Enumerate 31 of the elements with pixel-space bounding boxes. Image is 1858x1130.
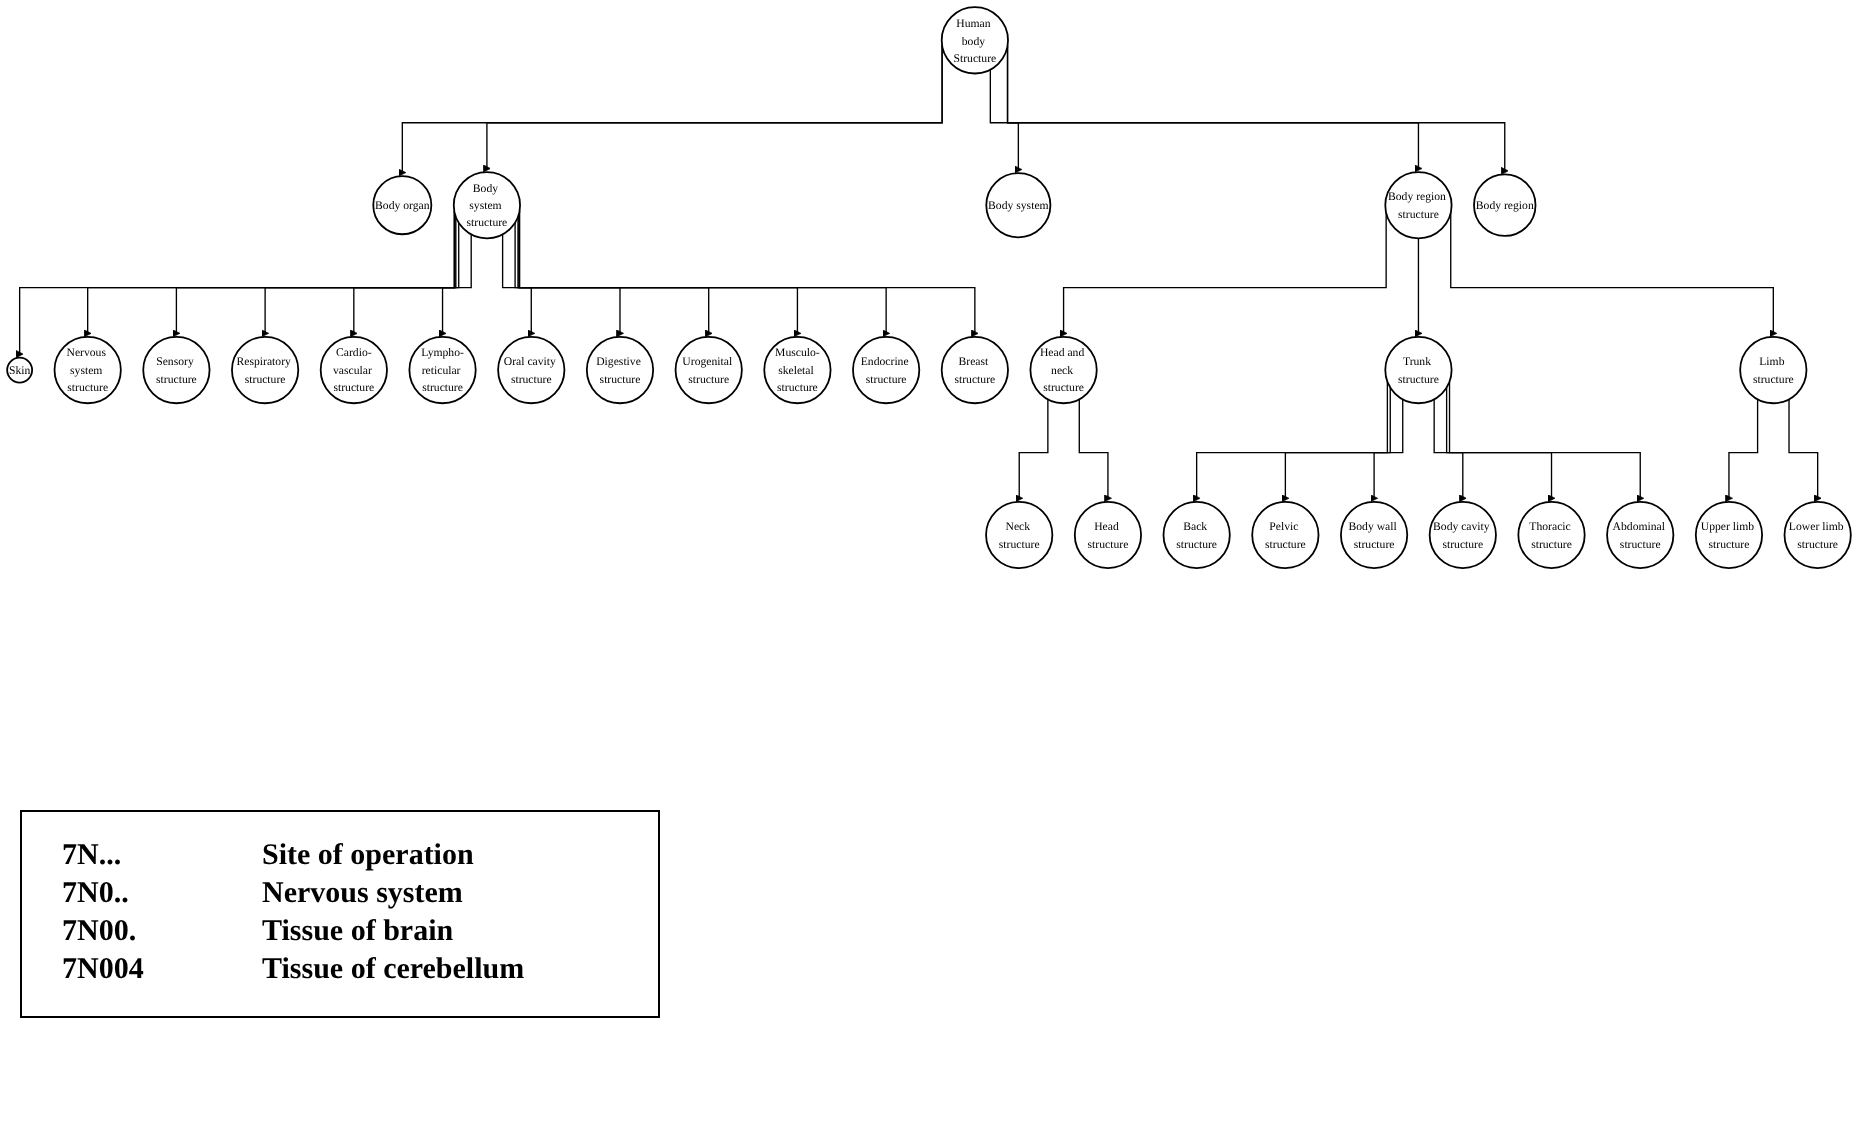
arrow xyxy=(1725,398,1759,503)
arrow xyxy=(1078,398,1112,503)
arrow xyxy=(1281,386,1391,503)
arrow xyxy=(1006,44,1509,175)
arrow xyxy=(989,69,1023,174)
code-text: 7N00. xyxy=(62,916,139,950)
arrow xyxy=(349,222,460,338)
arrow xyxy=(1448,381,1645,503)
arrow xyxy=(438,233,472,338)
arrow xyxy=(1370,398,1404,503)
code-text: 7N... xyxy=(62,840,124,874)
arrow xyxy=(517,216,713,338)
code-text: 7N004 xyxy=(62,954,146,988)
arrow xyxy=(1445,386,1556,503)
arrow xyxy=(1433,398,1467,503)
description-text: Site of operation xyxy=(262,840,476,874)
description-text: Tissue of cerebellum xyxy=(262,954,527,988)
arrow xyxy=(1788,398,1822,503)
arrow xyxy=(501,233,536,338)
arrow xyxy=(261,216,457,338)
arrow xyxy=(1015,398,1049,503)
arrow xyxy=(518,210,979,338)
description-text: Nervous system xyxy=(262,878,465,912)
arrow xyxy=(1414,237,1423,338)
arrow xyxy=(1059,212,1387,338)
arrow xyxy=(1192,381,1389,503)
description-text: Tissue of brain xyxy=(262,916,456,950)
code-text: 7N0.. xyxy=(62,878,131,912)
arrow xyxy=(1450,212,1778,338)
arrow xyxy=(514,222,624,338)
arrow xyxy=(482,45,943,173)
